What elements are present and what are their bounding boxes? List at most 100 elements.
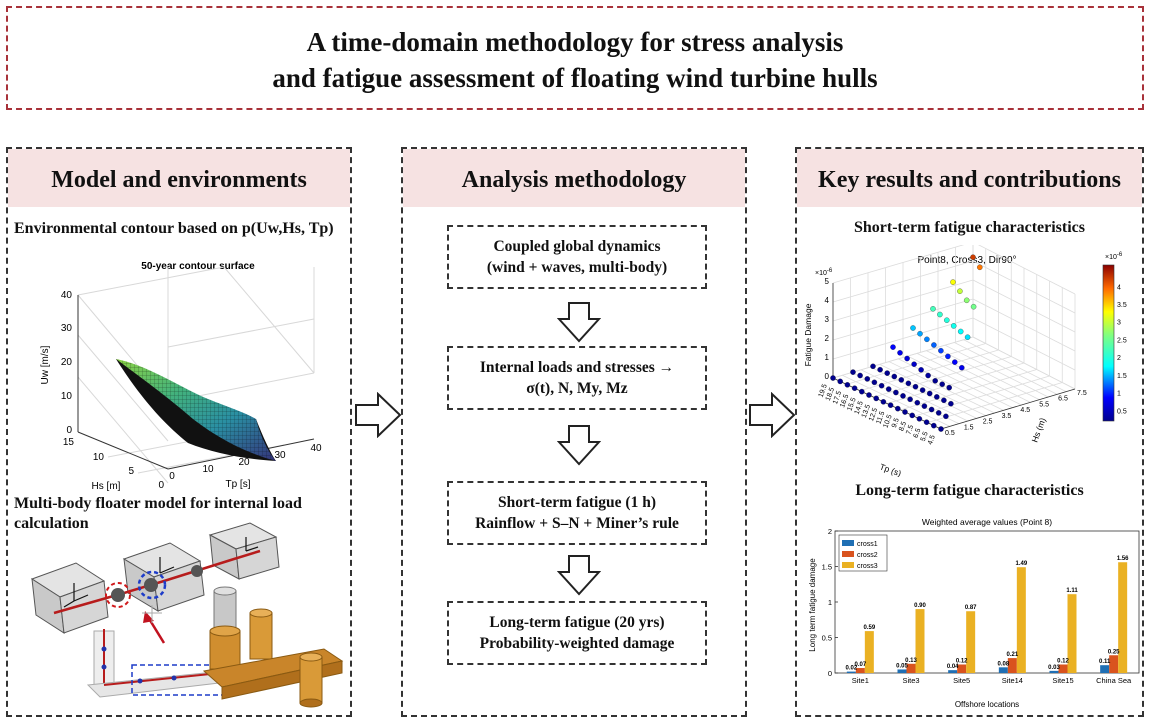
contour-x-tick-30: 30	[274, 450, 286, 461]
bar-value-label: 0.04	[947, 664, 959, 670]
down-arrow-icon	[557, 425, 601, 466]
scatter-point	[938, 426, 944, 432]
semisub-hull	[202, 586, 344, 708]
bar-cross1	[846, 671, 856, 673]
bar-cross1	[1100, 665, 1110, 673]
scatter-x-tick: 8.5	[898, 421, 908, 433]
scatter-point	[935, 410, 942, 416]
panel-header-left: Model and environments	[8, 149, 350, 207]
scatter-point	[884, 370, 890, 376]
step-long-term-fatigue: Long-term fatigue (20 yrs) Probability-w…	[447, 601, 707, 665]
contour-z-tick-40: 40	[61, 290, 73, 301]
scatter-point	[866, 392, 872, 398]
colorbar-tick: 1.5	[1117, 373, 1127, 380]
scatter-point	[948, 400, 954, 407]
scatter-point	[941, 397, 947, 404]
right-arrow-icon	[355, 392, 402, 438]
step-internal-loads: Internal loads and stresses → σ(t), N, M…	[447, 346, 707, 410]
blue-joint-highlight	[137, 570, 167, 600]
bar-value-label: 0.08	[997, 661, 1009, 667]
contour-x-tick-0: 0	[169, 471, 175, 482]
scatter-y-tick: 7.5	[1077, 390, 1087, 397]
scatter-point	[864, 376, 871, 382]
scatter-point	[928, 406, 935, 413]
scatter-x-tick: 4.5	[927, 434, 937, 446]
bar-chart-ylabel: Long term fatigue damage	[808, 558, 817, 652]
scatter-z-tick: 1	[825, 353, 830, 362]
scatter-point	[937, 311, 943, 318]
colorbar-tick: 0.5	[1117, 408, 1127, 415]
scatter-point	[887, 402, 894, 408]
contour-y-tick-10: 10	[93, 452, 105, 463]
scatter-x-tick: 9.5	[891, 417, 901, 429]
bar-cross2	[906, 663, 916, 673]
scatter-point	[959, 364, 965, 371]
scatter-point	[885, 386, 892, 392]
scatter-point	[950, 323, 957, 329]
scatter-point	[931, 342, 937, 348]
scatter-z-exp: ×10-6	[815, 268, 833, 277]
colorbar-tick: 3	[1117, 320, 1121, 327]
scatter-x-tick: 17.5	[832, 390, 843, 405]
step-short-term-fatigue: Short-term fatigue (1 h) Rainflow + S–N …	[447, 481, 707, 545]
scatter-x-tick: 14.5	[854, 400, 865, 415]
down-arrow-icon	[557, 555, 601, 596]
scatter-x-tick: 6.5	[913, 427, 923, 439]
scatter-z-tick: 5	[825, 277, 830, 286]
scatter-z-tick: 2	[825, 334, 830, 343]
scatter-point	[923, 419, 930, 425]
panel-header-right: Key results and contributions	[797, 149, 1142, 207]
down-arrow-icon	[557, 302, 601, 343]
bar-value-label: 0.90	[914, 603, 926, 609]
legend-label-cross2: cross2	[857, 552, 878, 559]
scatter-point	[963, 297, 970, 304]
scatter-y-tick: 0.5	[945, 430, 955, 437]
scatter-point	[850, 369, 856, 375]
bar-category-label: China Sea	[1096, 676, 1132, 685]
bar-cross1	[998, 667, 1008, 673]
scatter-x-tick: 19.5	[818, 383, 829, 398]
legend-swatch-cross2	[842, 551, 854, 557]
scatter-y-tick: 4.5	[1020, 407, 1030, 414]
scatter-point	[925, 372, 931, 379]
scatter-point	[917, 330, 923, 337]
scatter-point	[909, 412, 915, 419]
scatter-x-label: Tp (s)	[878, 461, 902, 477]
step-3-line-2: Rainflow + S–N + Miner’s rule	[475, 515, 679, 532]
bar-cross3	[1118, 562, 1128, 673]
bar-cross2	[855, 668, 865, 673]
step-2-line-1: Internal loads and stresses →	[479, 359, 675, 376]
scatter-point	[905, 380, 912, 387]
scatter-x-tick: 15.5	[846, 397, 857, 412]
scatter-point	[970, 254, 976, 260]
bar-chart-title: Weighted average values (Point 8)	[922, 517, 1052, 527]
bar-category-label: Site14	[1002, 676, 1023, 685]
env-contour-heading: Environmental contour based on p(Uw,Hs, …	[14, 220, 334, 237]
scatter-point	[914, 399, 921, 406]
contour-z-tick-20: 20	[61, 357, 73, 368]
scatter-point	[911, 361, 917, 367]
scatter-z-label: Fatigue Damage	[803, 303, 813, 366]
scatter-y-tick: 5.5	[1039, 401, 1049, 408]
panel-model-environments: Model and environments Environmental con…	[6, 147, 352, 717]
red-joint-highlight	[105, 582, 131, 608]
scatter-point	[880, 399, 887, 405]
bar-ytick-label: 2	[828, 527, 832, 536]
step-1-line-2: (wind + waves, multi-body)	[486, 259, 668, 276]
step-2-line-2: σ(t), N, My, Mz	[526, 380, 628, 397]
bar-value-label: 0.59	[863, 625, 875, 631]
bar-value-label: 0.12	[956, 658, 968, 664]
scatter-point	[844, 382, 851, 388]
scatter-point	[916, 416, 923, 422]
bar-value-label: 0.05	[896, 663, 908, 669]
step-4-line-1: Long-term fatigue (20 yrs)	[489, 614, 665, 631]
bar-category-label: Site15	[1052, 676, 1073, 685]
scatter-point	[830, 375, 836, 381]
scatter-point	[957, 288, 963, 294]
bar-chart-xlabel: Offshore locations	[955, 700, 1019, 709]
scatter-point	[926, 390, 933, 397]
scatter-point	[964, 334, 971, 340]
scatter-point	[857, 372, 863, 379]
scatter-y-tick: 2.5	[983, 419, 993, 426]
scatter-point	[900, 393, 906, 399]
